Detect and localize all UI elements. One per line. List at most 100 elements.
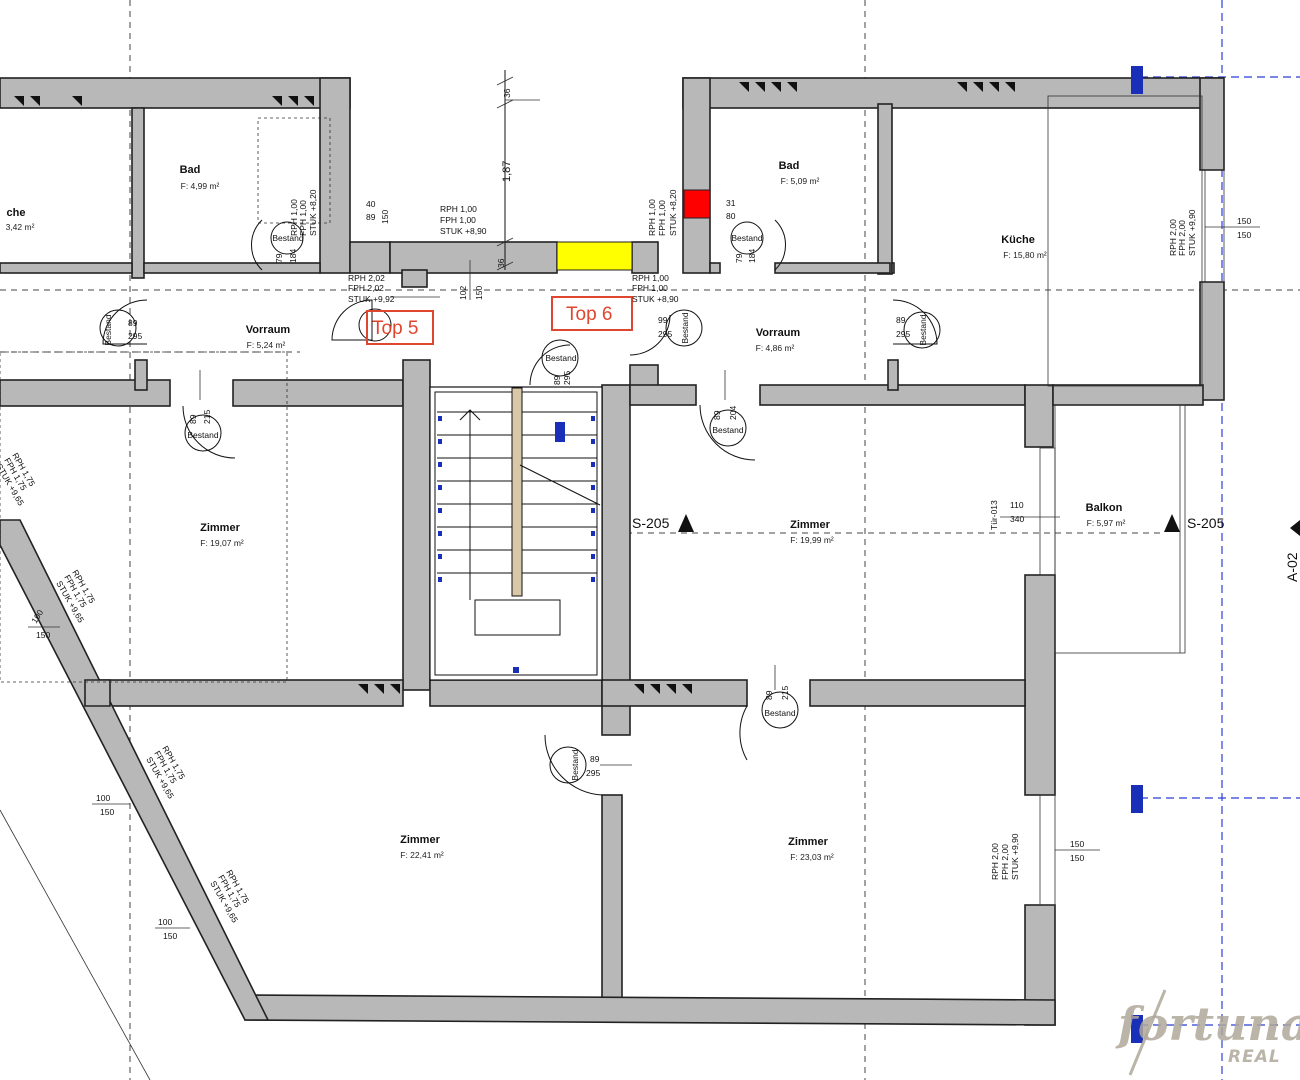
dim-150: 150 bbox=[163, 931, 177, 941]
note-rph-200: RPH 2,00 bbox=[990, 843, 1000, 880]
room-kueche-left-area: 3,42 m² bbox=[6, 222, 35, 232]
room-zimmer-bottom-left-area: F: 22,41 m² bbox=[400, 850, 444, 860]
room-zimmer-bottom-left-name: Zimmer bbox=[400, 834, 440, 846]
top6-box bbox=[551, 296, 633, 331]
note-rph-100: RPH 1,00 bbox=[632, 273, 669, 283]
red-highlight bbox=[683, 189, 711, 219]
dim-204: 204 bbox=[728, 406, 738, 420]
blue-marker-2 bbox=[1131, 785, 1143, 813]
dim-89: 89 bbox=[366, 212, 376, 222]
room-kueche-left-name: che bbox=[7, 207, 26, 219]
stair-marker bbox=[591, 485, 595, 490]
axis-marker bbox=[1290, 520, 1300, 536]
door-label: Bestand bbox=[680, 312, 690, 343]
note-rph-100: RPH 1,00 bbox=[647, 199, 657, 236]
stair-marker bbox=[438, 485, 442, 490]
yellow-highlight bbox=[556, 241, 633, 271]
blue-marker-3 bbox=[1131, 1015, 1143, 1043]
section-label-left: S-205 bbox=[632, 515, 670, 531]
hatch-marks bbox=[14, 82, 1015, 694]
dim-89: 89 bbox=[188, 414, 198, 424]
dim-340: 340 bbox=[1010, 514, 1024, 524]
dim-295: 295 bbox=[128, 331, 142, 341]
unit-top5-label: Top 5 bbox=[372, 318, 418, 339]
door-label: Bestand bbox=[918, 314, 928, 345]
dim-150: 150 bbox=[1237, 216, 1251, 226]
section-arrow-left bbox=[678, 514, 694, 532]
dim-36: 36 bbox=[502, 88, 512, 98]
dim-99: 99 bbox=[658, 315, 668, 325]
door-label: Bestand bbox=[764, 708, 795, 718]
note-stuk-820: STUK +8,20 bbox=[668, 189, 678, 236]
room-zimmer-bottom-right-area: F: 23,03 m² bbox=[790, 852, 834, 862]
dim-187: 1,87 bbox=[501, 161, 513, 182]
note-fph-100: FPH 1,00 bbox=[440, 215, 476, 225]
dim-150: 150 bbox=[380, 210, 390, 224]
note-stuk-820: STUK +8,20 bbox=[308, 189, 318, 236]
dim-79: 79 bbox=[734, 253, 744, 263]
dim-184: 184 bbox=[288, 249, 298, 263]
door-label: Bestand bbox=[187, 430, 218, 440]
dim-89: 89 bbox=[896, 315, 906, 325]
room-zimmer-left-name: Zimmer bbox=[200, 522, 240, 534]
blue-marker-1 bbox=[1131, 66, 1143, 94]
room-zimmer-mid-area: F: 19,99 m² bbox=[790, 535, 834, 545]
dim-100: 100 bbox=[158, 917, 172, 927]
fortuna-logo: fortuna REAL bbox=[1115, 989, 1300, 1076]
door-swings bbox=[102, 219, 938, 796]
dim-89: 89 bbox=[590, 754, 600, 764]
dim-150: 150 bbox=[474, 286, 484, 300]
dim-102: 102 bbox=[458, 286, 468, 300]
stair-marker bbox=[591, 577, 595, 582]
unit-top6-label: Top 6 bbox=[566, 304, 612, 325]
stair-marker bbox=[438, 577, 442, 582]
dim-295: 295 bbox=[658, 329, 672, 339]
stair-marker bbox=[438, 416, 442, 421]
note-fph-100: FPH 1,00 bbox=[298, 200, 308, 236]
room-bad-right-name: Bad bbox=[779, 160, 800, 172]
note-fph-200: FPH 2,00 bbox=[1000, 844, 1010, 880]
note-rph-200: RPH 2,00 bbox=[1168, 219, 1178, 256]
dim-89: 89 bbox=[764, 690, 774, 700]
note-fph-202: FPH 2,02 bbox=[348, 283, 384, 293]
dim-36: 36 bbox=[496, 258, 506, 268]
dim-89: 89 bbox=[552, 375, 562, 385]
note-fph-100: FPH 1,00 bbox=[632, 283, 668, 293]
dim-215: 215 bbox=[780, 686, 790, 700]
note-tuer: Tür-013 bbox=[989, 500, 999, 530]
staircase bbox=[429, 386, 603, 681]
stair-marker bbox=[438, 462, 442, 467]
room-balkon-name: Balkon bbox=[1086, 502, 1123, 514]
stair-marker bbox=[438, 531, 442, 536]
stair-marker bbox=[591, 439, 595, 444]
note-rph-100: RPH 1,00 bbox=[440, 204, 477, 214]
stair-marker bbox=[591, 462, 595, 467]
dim-184: 184 bbox=[747, 249, 757, 263]
dimension-lines bbox=[28, 70, 1260, 929]
dim-150: 150 bbox=[36, 630, 50, 640]
dim-100: 100 bbox=[96, 793, 110, 803]
dim-215: 215 bbox=[202, 410, 212, 424]
outlines bbox=[0, 95, 1225, 906]
door-label: Bestand bbox=[731, 233, 762, 243]
note-stuk-990: STUK +9,90 bbox=[1187, 209, 1197, 256]
stair-marker bbox=[591, 554, 595, 559]
door-label: Bestand bbox=[570, 749, 580, 780]
room-zimmer-bottom-right-name: Zimmer bbox=[788, 836, 828, 848]
dim-295: 295 bbox=[896, 329, 910, 339]
note-fph-200: FPH 2,00 bbox=[1177, 220, 1187, 256]
note-fph-100: FPH 1,00 bbox=[657, 200, 667, 236]
note-stuk-992: STUK +9,92 bbox=[348, 294, 395, 304]
note-rph-202: RPH 2,02 bbox=[348, 273, 385, 283]
dim-79: 79 bbox=[274, 253, 284, 263]
note-stuk-990: STUK +9,90 bbox=[1010, 833, 1020, 880]
door-label: Bestand bbox=[545, 353, 576, 363]
room-zimmer-left-area: F: 19,07 m² bbox=[200, 538, 244, 548]
stair-marker bbox=[438, 554, 442, 559]
room-balkon-area: F: 5,97 m² bbox=[1087, 518, 1126, 528]
dim-150: 150 bbox=[1070, 839, 1084, 849]
note-stuk-890: STUK +8,90 bbox=[440, 226, 487, 236]
stair-marker bbox=[438, 439, 442, 444]
stair-marker bbox=[591, 531, 595, 536]
